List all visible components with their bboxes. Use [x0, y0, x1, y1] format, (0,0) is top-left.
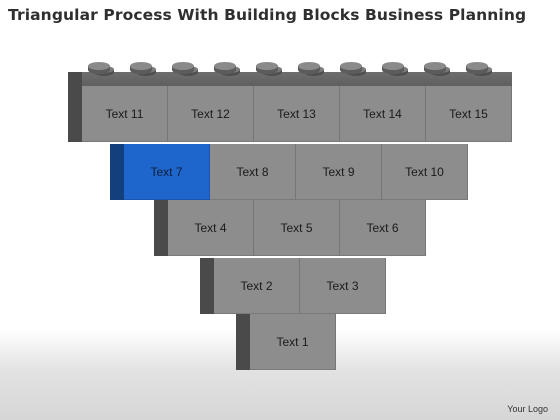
stud [256, 62, 282, 76]
block-text-6: Text 6 [340, 200, 426, 256]
block-text-1: Text 1 [250, 314, 336, 370]
stud [298, 62, 324, 76]
row5-side-face [68, 72, 82, 142]
block-text-9: Text 9 [296, 144, 382, 200]
block-text-15: Text 15 [426, 86, 512, 142]
row1-side-face [236, 314, 250, 370]
block-text-5: Text 5 [254, 200, 340, 256]
block-text-4: Text 4 [168, 200, 254, 256]
block-text-7-highlighted: Text 7 [124, 144, 210, 200]
block-text-2: Text 2 [214, 258, 300, 314]
row3-side-face [154, 200, 168, 256]
block-text-11: Text 11 [82, 86, 168, 142]
stud [214, 62, 240, 76]
row4-highlight-side-face [110, 144, 124, 200]
page-title: Triangular Process With Building Blocks … [8, 6, 527, 24]
stud [130, 62, 156, 76]
stud [340, 62, 366, 76]
stud [424, 62, 450, 76]
stud [172, 62, 198, 76]
block-text-14: Text 14 [340, 86, 426, 142]
stud [88, 62, 114, 76]
top-row-top-face [78, 72, 512, 88]
stud [466, 62, 492, 76]
block-text-12: Text 12 [168, 86, 254, 142]
block-text-3: Text 3 [300, 258, 386, 314]
block-text-10: Text 10 [382, 144, 468, 200]
row2-side-face [200, 258, 214, 314]
block-text-13: Text 13 [254, 86, 340, 142]
block-text-8: Text 8 [210, 144, 296, 200]
stud [382, 62, 408, 76]
logo-text: Your Logo [507, 404, 548, 414]
